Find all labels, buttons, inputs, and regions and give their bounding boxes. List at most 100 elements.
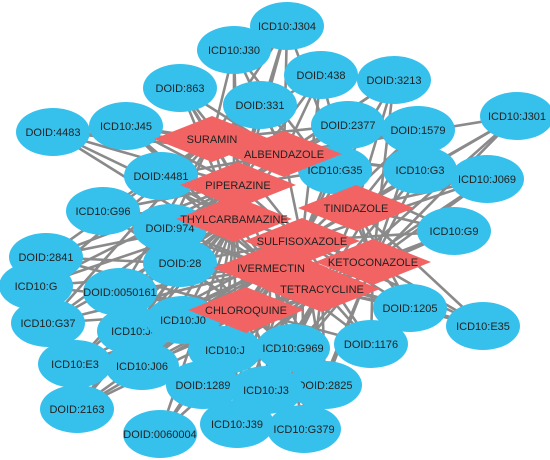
disease-node-label: DOID:3213: [366, 75, 421, 87]
drug-node-albendazole[interactable]: ALBENDAZOLE: [226, 131, 342, 177]
drug-node-ketoconazole[interactable]: KETOCONAZOLE: [315, 239, 431, 285]
disease-node-icd10-g3[interactable]: ICD10:G3: [383, 146, 457, 194]
drug-node-tinidazole[interactable]: TINIDAZOLE: [298, 185, 414, 231]
disease-node-label: ICD10:G969: [262, 343, 323, 355]
drug-node-label: KETOCONAZOLE: [328, 257, 418, 269]
disease-node-label: ICD10:G379: [273, 424, 334, 436]
drug-node-label: TINIDAZOLE: [324, 203, 389, 215]
disease-node-icd10-g96[interactable]: ICD10:G96: [66, 187, 140, 235]
disease-node-shape: [66, 187, 140, 235]
disease-node-icd10-e35[interactable]: ICD10:E35: [446, 302, 520, 350]
disease-node-doid-2825[interactable]: DOID:2825: [288, 361, 362, 409]
disease-node-doid-1579[interactable]: DOID:1579: [381, 106, 455, 154]
disease-node-shape: [83, 268, 157, 316]
disease-node-doid-3213[interactable]: DOID:3213: [357, 56, 431, 104]
disease-node-icd10-g969[interactable]: ICD10:G969: [256, 324, 330, 372]
disease-node-label: ICD10:G3: [396, 165, 445, 177]
disease-node-shape: [16, 108, 90, 156]
disease-node-shape: [197, 26, 271, 74]
disease-node-shape: [123, 410, 197, 458]
disease-node-icd10-g379[interactable]: ICD10:G379: [267, 405, 341, 453]
disease-node-label: DOID:1205: [382, 303, 437, 315]
disease-node-doid-863[interactable]: DOID:863: [143, 64, 217, 112]
disease-node-label: ICD10:J4: [111, 326, 157, 338]
disease-node-shape: [223, 81, 297, 129]
disease-node-doid-1176[interactable]: DOID:1176: [334, 320, 408, 368]
disease-node-shape: [143, 239, 217, 287]
disease-node-icd10-j30[interactable]: ICD10:J30: [197, 26, 271, 74]
disease-node-doid-4481[interactable]: DOID:4481: [124, 152, 198, 200]
drug-node-chloroquine[interactable]: CHLOROQUINE: [188, 287, 304, 333]
drug-node-label: SULFISOXAZOLE: [257, 236, 347, 248]
disease-node-label: ICD10:J0: [160, 315, 206, 327]
disease-node-doid-2163[interactable]: DOID:2163: [40, 385, 114, 433]
disease-node-doid-4483[interactable]: DOID:4483: [16, 108, 90, 156]
drug-node-piperazine[interactable]: PIPERAZINE: [180, 162, 296, 208]
disease-node-label: DOID:331: [236, 100, 285, 112]
disease-node-label: ICD10:E3: [51, 359, 99, 371]
drug-node-shape: [315, 239, 431, 285]
disease-node-icd10-j069[interactable]: ICD10:J069: [450, 155, 524, 203]
disease-node-shape: [0, 262, 73, 310]
disease-node-label: ICD10:J069: [458, 174, 516, 186]
disease-node-shape: [446, 302, 520, 350]
disease-node-label: DOID:0050161: [83, 287, 156, 299]
disease-node-shape: [480, 92, 550, 140]
drug-node-shape: [226, 131, 342, 177]
disease-node-shape: [383, 146, 457, 194]
disease-node-icd10-g[interactable]: ICD10:G: [0, 262, 73, 310]
drug-node-label: ALBENDAZOLE: [244, 149, 324, 161]
disease-node-doid-438[interactable]: DOID:438: [284, 51, 358, 99]
disease-node-shape: [124, 152, 198, 200]
disease-node-shape: [288, 361, 362, 409]
disease-node-label: DOID:2825: [297, 380, 352, 392]
disease-node-doid-2377[interactable]: DOID:2377: [311, 101, 385, 149]
disease-node-shape: [256, 324, 330, 372]
drug-node-label: THYLCARBAMAZINE: [180, 214, 288, 226]
disease-node-label: ICD10:G96: [75, 206, 130, 218]
disease-node-label: DOID:863: [156, 83, 205, 95]
disease-node-label: ICD10:E35: [456, 321, 510, 333]
disease-node-label: ICD10:J30: [208, 45, 260, 57]
disease-node-shape: [311, 101, 385, 149]
disease-node-shape: [334, 320, 408, 368]
disease-node-shape: [284, 51, 358, 99]
drug-node-tetracycline[interactable]: TETRACYCLINE: [264, 266, 380, 312]
disease-node-icd10-j301[interactable]: ICD10:J301: [480, 92, 550, 140]
disease-node-doid-1205[interactable]: DOID:1205: [373, 284, 447, 332]
disease-node-shape: [166, 361, 240, 409]
disease-node-label: ICD10:G35: [307, 165, 362, 177]
drug-node-diethylcarbamazine[interactable]: THYLCARBAMAZINE: [176, 196, 292, 242]
disease-node-shape: [450, 155, 524, 203]
disease-node-icd10-e3[interactable]: ICD10:E3: [38, 340, 112, 388]
disease-node-label: ICD10:J304: [258, 21, 316, 33]
disease-node-label: DOID:1289: [175, 380, 230, 392]
disease-node-icd10-j06[interactable]: ICD10:J06: [105, 342, 179, 390]
disease-node-shape: [89, 102, 163, 150]
disease-node-label: DOID:2163: [49, 404, 104, 416]
disease-node-label: ICD10:G9: [430, 226, 479, 238]
drug-node-shape: [180, 162, 296, 208]
disease-node-label: DOID:4483: [25, 127, 80, 139]
disease-node-label: DOID:2841: [18, 252, 73, 264]
disease-node-shape: [267, 405, 341, 453]
disease-node-doid-0050161[interactable]: DOID:0050161: [83, 268, 157, 316]
disease-node-shape: [105, 342, 179, 390]
disease-node-shape: [143, 64, 217, 112]
disease-node-icd10-g9[interactable]: ICD10:G9: [417, 207, 491, 255]
disease-node-doid-28[interactable]: DOID:28: [143, 239, 217, 287]
disease-node-doid-0060004[interactable]: DOID:0060004: [123, 410, 197, 458]
disease-node-icd10-j45[interactable]: ICD10:J45: [89, 102, 163, 150]
disease-node-icd10-g37[interactable]: ICD10:G37: [11, 299, 85, 347]
disease-node-icd10-j39[interactable]: ICD10:J39: [200, 400, 274, 448]
drug-node-label: SURAMIN: [187, 134, 238, 146]
disease-node-icd10-j304[interactable]: ICD10:J304: [250, 2, 324, 50]
disease-node-doid-331[interactable]: DOID:331: [223, 81, 297, 129]
disease-node-label: DOID:974: [146, 223, 195, 235]
drug-node-shape: [188, 287, 304, 333]
disease-node-label: ICD10:J45: [100, 121, 152, 133]
disease-node-doid-1289[interactable]: DOID:1289: [166, 361, 240, 409]
disease-node-label: ICD10:G37: [20, 318, 75, 330]
